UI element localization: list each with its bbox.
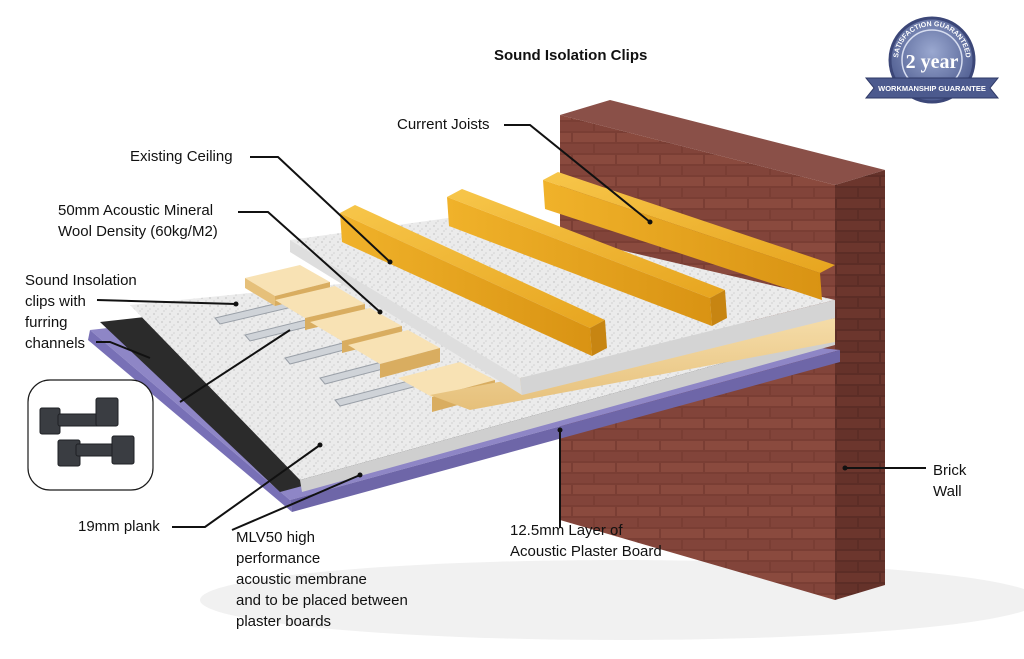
badge-ribbon-text: WORKMANSHIP GUARANTEE (878, 84, 986, 93)
label-clips-line: furring (25, 314, 68, 331)
leader-existing-ceiling (250, 156, 391, 263)
label-mineral-wool-line: Wool Density (60kg/M2) (58, 223, 218, 240)
label-brick-wall-line: Wall (933, 483, 962, 500)
label-existing-ceiling: Existing Ceiling (130, 148, 233, 165)
leader-mineral-wool (238, 211, 381, 313)
label-membrane-line: performance (236, 550, 321, 567)
leader-membrane (231, 474, 361, 531)
current-joists (340, 172, 835, 356)
label-clips: Sound Insolation clips with furring chan… (25, 270, 137, 354)
label-current-joists: Current Joists (397, 116, 490, 133)
label-membrane-line: and to be placed between (236, 592, 408, 609)
clip-inset-image (27, 379, 154, 491)
label-mineral-wool: 50mm Acoustic Mineral Wool Density (60kg… (58, 200, 218, 242)
label-plank: 19mm plank (78, 518, 160, 535)
ceiling-layers (88, 215, 840, 512)
label-membrane: MLV50 high performance acoustic membrane… (236, 527, 408, 632)
label-clips-line: Sound Insolation (25, 272, 137, 289)
label-clips-line: channels (25, 335, 86, 352)
label-plaster-board-line: 12.5mm Layer of (510, 522, 623, 539)
guarantee-badge: SATISFACTION GUARANTEED 2 year WORKMANSH… (864, 16, 1000, 104)
leader-channels (96, 341, 151, 359)
label-clips-line: clips with (25, 293, 86, 310)
label-brick-wall: Brick Wall (933, 460, 966, 502)
label-membrane-line: plaster boards (236, 613, 332, 630)
label-mineral-wool-line: 50mm Acoustic Mineral (58, 202, 214, 219)
label-plaster-board-line: Acoustic Plaster Board (510, 543, 662, 560)
label-membrane-line: acoustic membrane (236, 571, 367, 588)
label-plaster-board: 12.5mm Layer of Acoustic Plaster Board (510, 520, 662, 562)
leader-lines (96, 124, 926, 531)
leader-plank (172, 444, 321, 528)
label-membrane-line: MLV50 high (236, 529, 315, 546)
diagram-title: Sound Isolation Clips (494, 47, 648, 64)
label-brick-wall-line: Brick (933, 462, 967, 479)
leader-membrane-top (179, 329, 291, 403)
leader-current-joists (504, 124, 651, 223)
leader-clips (96, 299, 237, 305)
badge-center-text: 2 year (906, 51, 959, 73)
